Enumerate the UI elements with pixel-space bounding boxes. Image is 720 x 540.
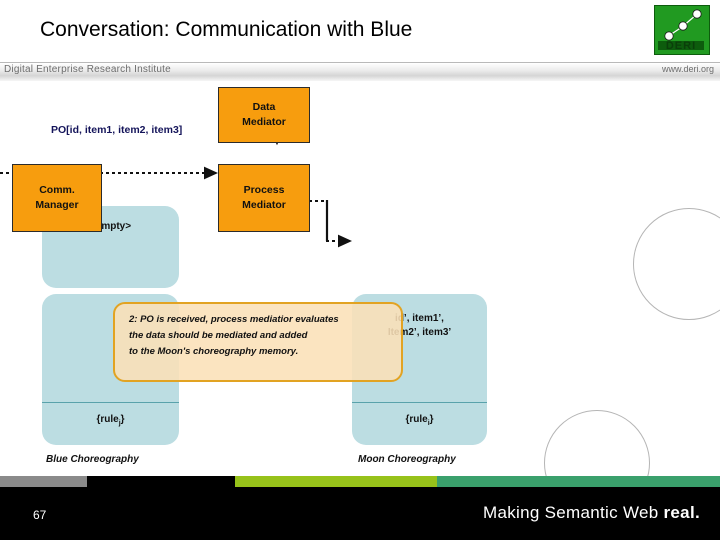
box-process-mediator-line1: Process xyxy=(243,184,285,196)
caption-moon-choreography: Moon Choreography xyxy=(358,454,456,465)
box-comm-manager[interactable]: Comm. Manager xyxy=(12,164,102,232)
blue-memory-rule-label: {rulej} xyxy=(42,413,179,431)
moon-memory-overlay-line1: id’, item1’, xyxy=(395,313,444,324)
callout-line-1: 2: PO is received, process mediatior eva… xyxy=(129,314,339,325)
box-comm-manager-line2: Manager xyxy=(35,199,79,211)
box-comm-manager-line1: Comm. xyxy=(39,184,75,196)
deri-logo: DERI xyxy=(650,2,712,56)
moon-rule-close: } xyxy=(429,414,434,425)
message-label-po: PO[id, item1, item2, item3] xyxy=(51,124,183,136)
blue-rule-text: {rule xyxy=(96,414,119,425)
color-bar-segment-teal xyxy=(437,476,720,487)
color-bar-segment-black xyxy=(87,476,235,487)
box-data-mediator[interactable]: Data Mediator xyxy=(218,87,310,143)
callout-line-2: the data should be mediated and added xyxy=(129,330,308,341)
box-data-mediator-line1: Data xyxy=(252,101,276,113)
header-band: Digital Enterprise Research Institute ww… xyxy=(0,62,720,81)
institute-name: Digital Enterprise Research Institute xyxy=(4,64,171,75)
blue-rule-close: } xyxy=(120,414,125,425)
connector-layer xyxy=(0,122,352,248)
diagram-area: <empty> {rulej} id’, item1’, Item2’, ite… xyxy=(0,80,720,516)
blue-rule-subscript: j xyxy=(118,420,121,427)
color-bar-segment-gray xyxy=(0,476,87,487)
moon-rule-text: {rule xyxy=(405,414,428,425)
moon-memory-overlay-line2: Item2’, item3’ xyxy=(387,327,452,338)
blue-memory-divider xyxy=(42,402,179,403)
page-title: Conversation: Communication with Blue xyxy=(40,18,413,41)
box-data-mediator-line2: Mediator xyxy=(242,116,286,128)
footer-bar xyxy=(0,487,720,540)
annotation-callout: 2: PO is received, process mediatior eva… xyxy=(113,302,403,382)
footer-color-bar xyxy=(0,476,720,487)
footer-tagline: Making Semantic Web real. xyxy=(483,503,700,523)
tagline-normal: Making Semantic Web xyxy=(483,503,664,522)
moon-rule-subscript: i xyxy=(427,420,430,427)
website-url: www.deri.org xyxy=(661,64,714,74)
logo-network-icon xyxy=(658,9,704,50)
logo-wordmark: DERI xyxy=(665,40,697,52)
box-process-mediator-line2: Mediator xyxy=(242,199,286,211)
page-number: 67 xyxy=(33,508,47,522)
callout-line-3: to the Moon's choreography memory. xyxy=(129,346,299,357)
moon-memory-rule-label: {rulei} xyxy=(352,413,487,431)
tagline-bold: real. xyxy=(663,503,700,522)
box-process-mediator[interactable]: Process Mediator xyxy=(218,164,310,232)
color-bar-segment-lime xyxy=(235,476,437,487)
blue-memory-top-label: <empty> xyxy=(89,221,132,232)
moon-memory-divider xyxy=(352,402,487,403)
caption-blue-choreography: Blue Choreography xyxy=(46,454,139,465)
